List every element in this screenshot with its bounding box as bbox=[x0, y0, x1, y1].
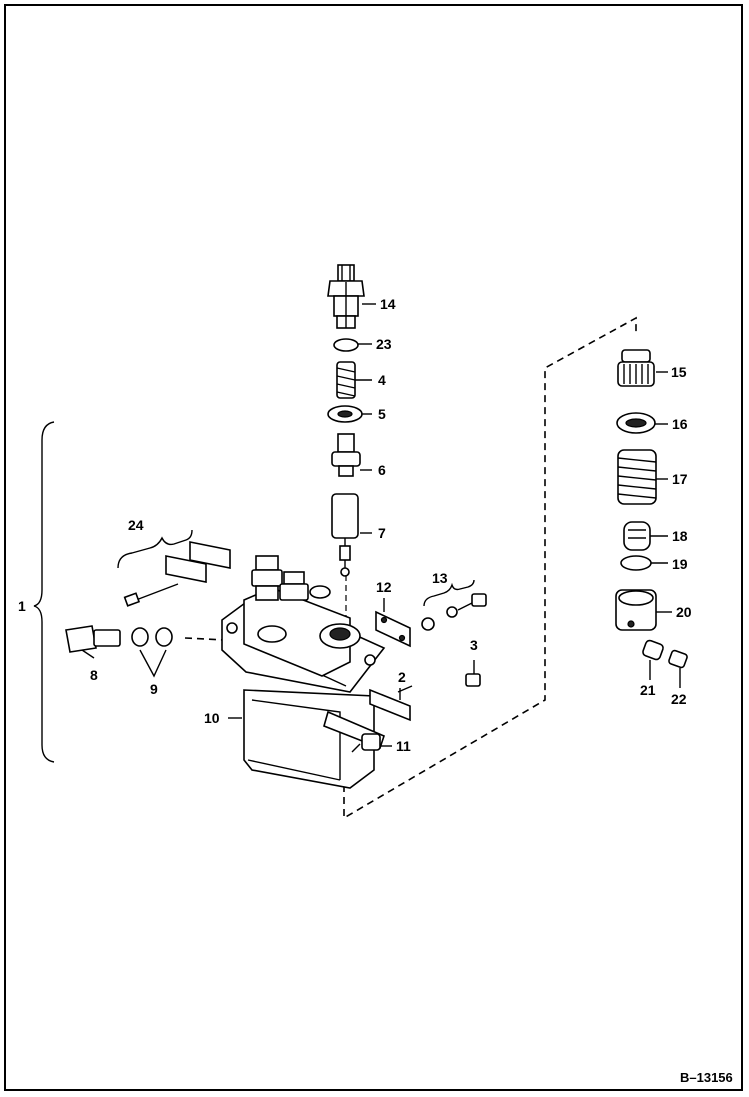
part-4-spring bbox=[336, 361, 356, 399]
part-9-washer-a bbox=[131, 627, 149, 647]
callout-13: 13 bbox=[432, 570, 448, 586]
callout-12: 12 bbox=[376, 579, 392, 595]
callout-5: 5 bbox=[378, 406, 386, 422]
callout-18: 18 bbox=[672, 528, 688, 544]
callout-20: 20 bbox=[676, 604, 692, 620]
part-8-fitting bbox=[65, 625, 121, 659]
callout-11: 11 bbox=[396, 738, 411, 754]
part-19-o-ring bbox=[620, 555, 652, 571]
callout-1: 1 bbox=[18, 598, 26, 614]
callout-14: 14 bbox=[380, 296, 396, 312]
part-15-cap bbox=[617, 349, 655, 387]
reference-code: B–13156 bbox=[680, 1070, 733, 1085]
callout-19: 19 bbox=[672, 556, 688, 572]
callout-22: 22 bbox=[671, 691, 687, 707]
part-23-o-ring bbox=[333, 338, 359, 352]
callout-7: 7 bbox=[378, 525, 386, 541]
part-21-pin bbox=[642, 639, 664, 661]
part-18-seat bbox=[623, 521, 651, 551]
dashed-group-outline bbox=[343, 316, 637, 820]
pump-body bbox=[221, 555, 386, 789]
part-24-brace bbox=[117, 529, 193, 569]
part-22-pin bbox=[668, 649, 688, 669]
callout-23: 23 bbox=[376, 336, 392, 352]
part-7-plunger bbox=[331, 493, 359, 577]
part-2-bracket bbox=[369, 685, 413, 722]
callout-21: 21 bbox=[640, 682, 656, 698]
part-13-washers bbox=[421, 593, 487, 631]
part-9-leader bbox=[139, 649, 167, 678]
part-14-valve-holder bbox=[327, 264, 365, 329]
part-6-delivery-valve bbox=[331, 433, 361, 477]
callout-16: 16 bbox=[672, 416, 688, 432]
diagram-frame bbox=[4, 4, 743, 1091]
part-24-bolt bbox=[123, 583, 179, 607]
part-24-blocks bbox=[165, 541, 231, 583]
callout-9: 9 bbox=[150, 681, 158, 697]
assembly-brace bbox=[33, 421, 55, 763]
callout-3: 3 bbox=[470, 637, 478, 653]
part-12-plate bbox=[375, 610, 411, 648]
leader-lines bbox=[228, 303, 681, 747]
part-5-gasket bbox=[327, 405, 363, 423]
callout-10: 10 bbox=[204, 710, 220, 726]
callout-8: 8 bbox=[90, 667, 98, 683]
callout-15: 15 bbox=[671, 364, 687, 380]
part-9-washer-b bbox=[155, 627, 173, 647]
callout-17: 17 bbox=[672, 471, 688, 487]
callout-2: 2 bbox=[398, 669, 406, 685]
callout-24: 24 bbox=[128, 517, 144, 533]
part-17-spring bbox=[617, 449, 657, 505]
callout-4: 4 bbox=[378, 372, 386, 388]
part-13-brace bbox=[423, 579, 475, 607]
part-16-washer bbox=[616, 412, 656, 434]
part-20-sleeve bbox=[615, 589, 657, 631]
callout-6: 6 bbox=[378, 462, 386, 478]
part-3-bolt bbox=[465, 660, 481, 687]
